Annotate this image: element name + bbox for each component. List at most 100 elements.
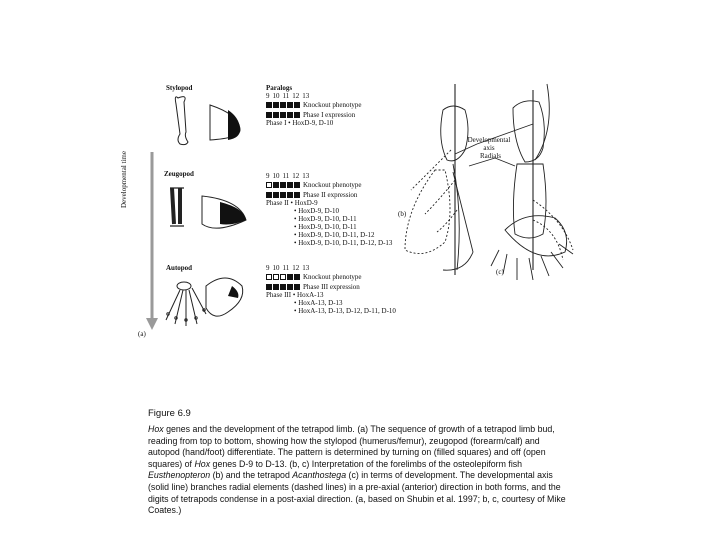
- figure-title: Figure 6.9: [148, 408, 191, 419]
- knockout-row: Knockout phenotype: [266, 181, 392, 189]
- zeugopod-bud-shading-icon: [220, 202, 246, 225]
- expression-label: Phase II expression: [303, 191, 358, 199]
- filled-square-icon: [280, 182, 286, 188]
- expression-squares: [266, 112, 300, 118]
- filled-square-icon: [287, 284, 293, 290]
- zeugopod-bones-icon: [170, 187, 182, 225]
- acanthostega-limb-icon: [490, 83, 574, 280]
- filled-square-icon: [287, 192, 293, 198]
- autopod-hand-icon: [165, 281, 207, 326]
- filled-square-icon: [280, 112, 286, 118]
- developmental-time-label: Developmental time: [120, 151, 128, 208]
- caption-part: (b) and the tetrapod: [210, 470, 293, 481]
- phase-line: • HoxD-9, D-10: [294, 207, 340, 215]
- caption-part: genes D-9 to D-13: [210, 458, 285, 469]
- knockout-squares: [266, 102, 300, 108]
- paralog-number: 13: [302, 264, 310, 272]
- leader-line: [476, 123, 534, 145]
- panel-b-label: (b): [398, 210, 407, 218]
- phase-line: • HoxD-9, D-10, D-11: [294, 223, 357, 231]
- stylopod-bud-shading-icon: [228, 110, 240, 140]
- filled-square-icon: [294, 274, 300, 280]
- stylopod-label: Stylopod: [166, 84, 193, 92]
- filled-square-icon: [287, 112, 293, 118]
- paralog-numbers: 9 10 11 12 13: [266, 264, 396, 272]
- knockout-label: Knockout phenotype: [303, 273, 362, 281]
- expression-row: Phase II expression: [266, 191, 392, 199]
- autopod-bud-shading-icon: [228, 286, 239, 298]
- knockout-label: Knockout phenotype: [303, 101, 362, 109]
- zeugopod-epiphyses-icon: [170, 187, 184, 227]
- phase-line: • HoxD-9, D-10, D-11, D-12, D-13: [294, 239, 393, 247]
- filled-square-icon: [294, 102, 300, 108]
- radial-dashed-lines: [532, 199, 574, 261]
- phase-line: • HoxD-9, D-10, D-11: [294, 215, 357, 223]
- paralog-number: 12: [292, 264, 300, 272]
- leader-line: [468, 157, 496, 167]
- paralog-number: 12: [292, 92, 300, 100]
- filled-square-icon: [273, 182, 279, 188]
- phase-line: Phase III • HoxA-13: [266, 291, 324, 299]
- hox-italic: Hox: [148, 424, 164, 434]
- leader-line: [494, 157, 516, 167]
- filled-square-icon: [294, 182, 300, 188]
- knockout-row: Knockout phenotype: [266, 101, 362, 109]
- paralog-numbers: 9 10 11 12 13: [266, 172, 392, 180]
- paralog-number: 11: [282, 92, 290, 100]
- phase-line: • HoxA-13, D-13: [294, 299, 343, 307]
- arrowhead-icon: [146, 318, 158, 330]
- leader-line: [454, 143, 478, 155]
- panel-c-label: (c): [496, 268, 504, 276]
- knockout-row: Knockout phenotype: [266, 273, 396, 281]
- eusthenopteron-fin-icon: [404, 105, 474, 271]
- open-square-icon: [280, 274, 286, 280]
- paralog-number: 11: [282, 172, 290, 180]
- knockout-squares: [266, 182, 300, 188]
- stylopod-bone-icon: [174, 96, 189, 146]
- paralog-block-phase-2: 9 10 11 12 13 Knockout phenotype Phase I…: [266, 172, 392, 247]
- developmental-axis-label: Developmental axis: [467, 136, 511, 152]
- panel-a-illustrations: [146, 96, 247, 330]
- phase-line: Phase I • HoxD-9, D-10: [266, 119, 334, 127]
- expression-label: Phase III expression: [303, 283, 360, 291]
- phase-line: Phase II • HoxD-9: [266, 199, 318, 207]
- autopod-label: Autopod: [166, 264, 193, 272]
- filled-square-icon: [273, 284, 279, 290]
- expression-squares: [266, 192, 300, 198]
- paralog-number: 9: [266, 92, 270, 100]
- paralog-number: 9: [266, 264, 270, 272]
- paralog-block-phase-3: 9 10 11 12 13 Knockout phenotype Phase I…: [266, 264, 396, 315]
- expression-row: Phase I expression: [266, 111, 362, 119]
- filled-square-icon: [280, 102, 286, 108]
- zeugopod-bud-icon: [201, 195, 247, 229]
- expression-squares: [266, 284, 300, 290]
- filled-square-icon: [273, 192, 279, 198]
- paralogs-title: Paralogs: [266, 84, 293, 92]
- filled-square-icon: [266, 112, 272, 118]
- paralog-number: 12: [292, 172, 300, 180]
- autopod-bud-icon: [205, 277, 244, 317]
- paralog-number: 10: [272, 264, 280, 272]
- filled-square-icon: [294, 192, 300, 198]
- open-square-icon: [266, 182, 272, 188]
- expression-label: Phase I expression: [303, 111, 356, 119]
- filled-square-icon: [287, 102, 293, 108]
- figure-caption: Hox genes and the development of the tet…: [148, 424, 568, 517]
- filled-square-icon: [266, 102, 272, 108]
- panel-bc-illustrations: [404, 83, 574, 280]
- radials-label: Radials: [480, 152, 501, 160]
- paralog-number: 10: [272, 172, 280, 180]
- phase-line: • HoxD-9, D-10, D-11, D-12: [294, 231, 375, 239]
- paralog-number: 10: [272, 92, 280, 100]
- filled-square-icon: [280, 192, 286, 198]
- species-italic: Eusthenopteron: [148, 470, 211, 481]
- paralog-number: 11: [282, 264, 290, 272]
- panel-a-label: (a): [138, 330, 146, 338]
- paralog-number: 13: [302, 172, 310, 180]
- knockout-label: Knockout phenotype: [303, 181, 362, 189]
- open-square-icon: [266, 274, 272, 280]
- caption-part: . (b, c) Interpretation of the forelimbs…: [284, 458, 523, 469]
- zeugopod-label: Zeugopod: [164, 170, 194, 178]
- filled-square-icon: [294, 284, 300, 290]
- expression-row: Phase III expression: [266, 283, 396, 291]
